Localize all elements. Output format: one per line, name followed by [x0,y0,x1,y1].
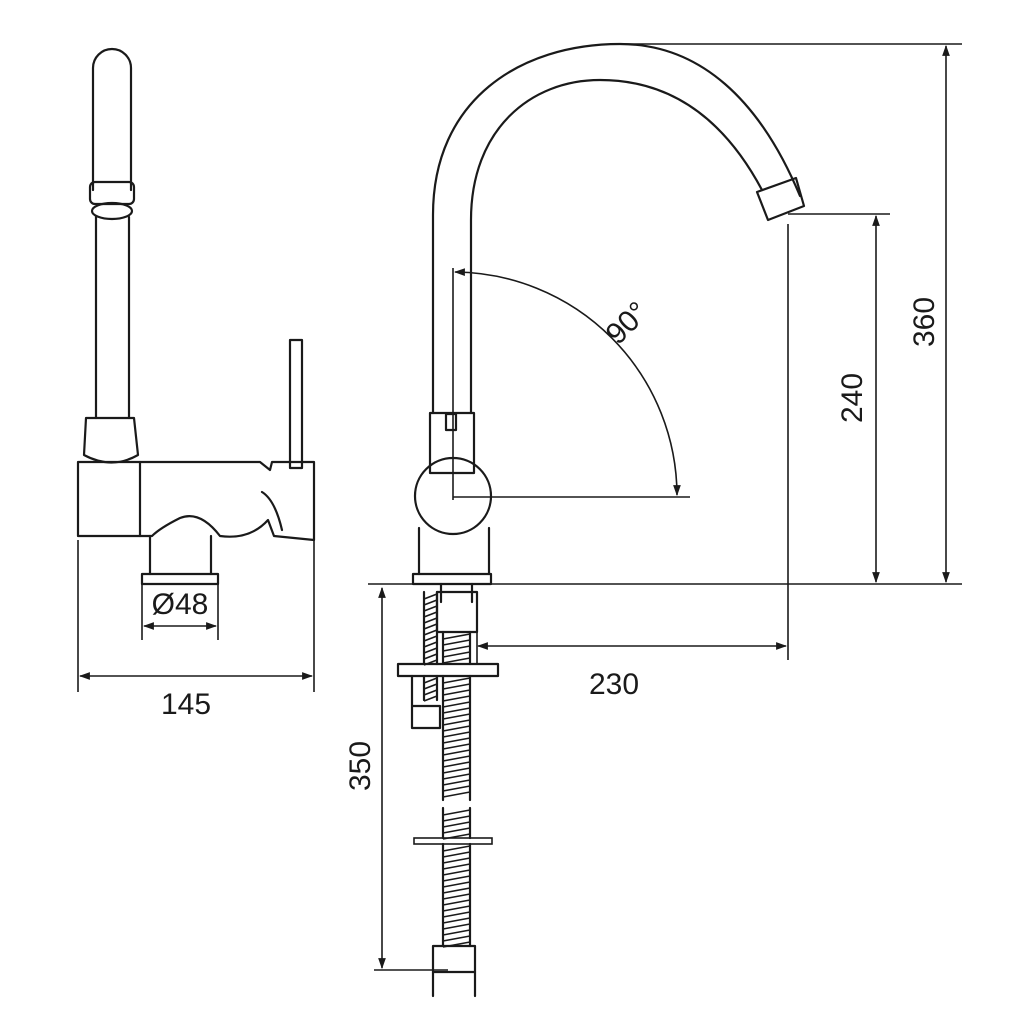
hose-nut [431,944,477,974]
mounting-washer-lower [413,837,493,845]
diameter-label: Ø48 [152,588,209,621]
side-lever [288,338,304,470]
side-spout-tube [91,47,133,192]
height-240-label: 240 [836,373,869,423]
angle-label: 90° [600,296,655,351]
braided-hose-left [422,590,439,702]
front-view: 90° 360 240 230 350 [344,42,962,998]
height-360-label: 360 [908,297,941,347]
front-spout-inner [469,78,764,415]
swivel-angle-arc [453,268,681,497]
front-base-plate [411,572,493,586]
side-body [76,460,316,542]
side-base-plate [140,572,220,586]
mounting-washer [396,662,500,678]
side-tube-collar [82,416,140,464]
side-view: Ø48 145 [76,47,316,721]
front-body [428,411,476,475]
front-aerator [755,176,806,222]
side-spout-ring [88,180,136,206]
reach-230-label: 230 [589,668,639,701]
width-label: 145 [161,688,211,721]
braided-hose-right [441,630,472,948]
hose-350-label: 350 [344,741,377,791]
front-spout-outer [431,42,802,415]
